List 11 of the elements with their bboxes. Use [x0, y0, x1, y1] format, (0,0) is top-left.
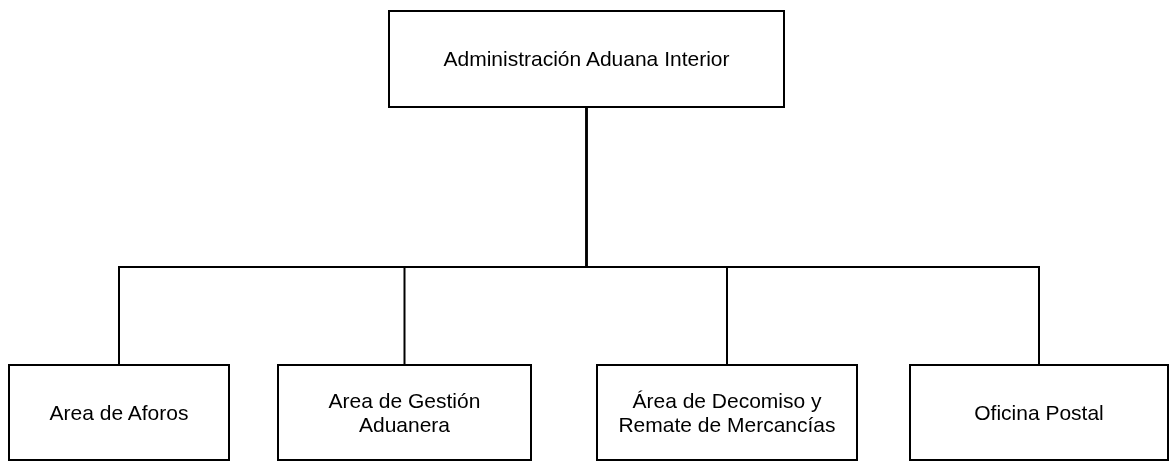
unit-name: Area de Gestión Aduanera [327, 389, 482, 436]
unit-name: Area de Aforos [49, 400, 189, 425]
unit-name: Oficina Postal [974, 400, 1104, 425]
org-box [596, 364, 858, 461]
org-box [277, 364, 532, 461]
unit-name: Área de Decomiso y Remate de Mercancías [617, 389, 837, 436]
org-box [909, 364, 1169, 461]
org-box [8, 364, 230, 461]
connector-line [585, 107, 1040, 365]
unit-name: Administración Aduana Interior [443, 47, 730, 71]
org-box [388, 10, 785, 108]
